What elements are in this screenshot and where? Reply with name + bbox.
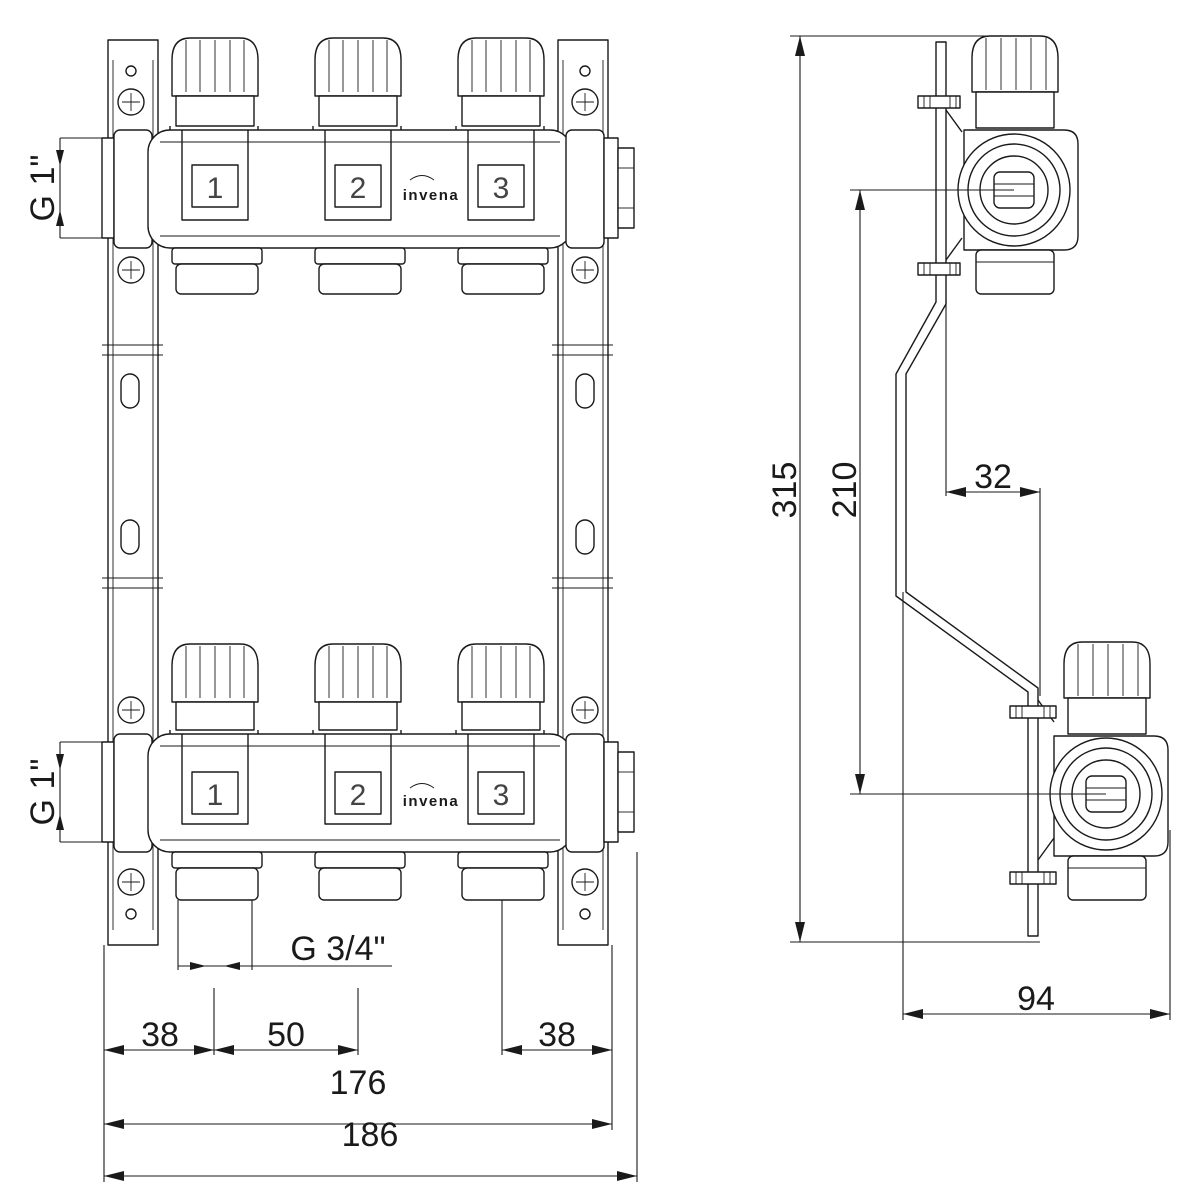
dimension-lines-horizontal: 38 50 38 176 186 — [103, 852, 638, 1182]
screw-icon — [571, 868, 599, 896]
inlet-thread-callout-bottom: G 1" — [24, 741, 102, 843]
dim-bracket-offset-callout: 32 — [945, 300, 1041, 696]
screw-icon — [117, 88, 145, 116]
side-manifold-bottom — [1049, 641, 1169, 901]
brand-logo: invena — [403, 175, 460, 204]
screw-icon — [571, 696, 599, 724]
manifold-top: 1 2 3 invena — [101, 37, 635, 295]
dim-body-length: 176 — [330, 1064, 387, 1102]
screw-icon — [117, 256, 145, 284]
manifold-bottom: 1 2 3 invena — [101, 643, 635, 901]
dim-outlet-spacing: 50 — [267, 1016, 305, 1054]
valve-cap-icon — [171, 643, 259, 731]
brand-logo: invena — [403, 783, 460, 810]
dim-total-height-callout: 315 — [766, 35, 1040, 943]
inlet-thread-bottom-label: G 1" — [24, 759, 62, 826]
outlet-thread-label: G 3/4" — [290, 930, 385, 968]
outlet-label-1: 1 — [207, 172, 224, 205]
valve-cap-icon — [171, 37, 259, 127]
inlet-thread-callout-top: G 1" — [24, 137, 102, 239]
outlet-label-1-bottom: 1 — [207, 779, 224, 812]
screw-icon — [117, 868, 145, 896]
outlet-label-3-bottom: 3 — [493, 779, 510, 812]
side-manifold-top — [957, 35, 1079, 295]
dim-side-right: 38 — [538, 1016, 576, 1054]
bracket-screws — [117, 88, 599, 896]
valve-cap-icon — [457, 37, 545, 127]
screw-icon — [117, 696, 145, 724]
outlet-thread-callout: G 3/4" — [177, 900, 392, 970]
valve-cap-icon — [314, 37, 402, 127]
dim-axis-distance: 210 — [826, 462, 864, 519]
dim-bracket-offset: 32 — [974, 458, 1012, 496]
valve-cap-icon — [314, 643, 402, 731]
brand-name: invena — [403, 187, 460, 204]
valve-cap-icon — [457, 643, 545, 731]
screw-icon — [571, 88, 599, 116]
front-view: 1 2 3 invena — [24, 37, 638, 1182]
outlet-label-2: 2 — [350, 172, 367, 205]
dim-depth: 94 — [1017, 980, 1055, 1018]
dim-axis-distance-callout: 210 — [826, 189, 1106, 795]
dim-total-width: 186 — [342, 1116, 399, 1154]
outlet-label-3: 3 — [493, 172, 510, 205]
dim-depth-callout: 94 — [902, 592, 1171, 1020]
outlet-label-2-bottom: 2 — [350, 779, 367, 812]
screw-icon — [571, 256, 599, 284]
mounting-studs — [917, 95, 1057, 885]
dim-total-height: 315 — [766, 462, 804, 519]
side-view: 315 210 32 94 — [766, 35, 1171, 1020]
brand-name-bottom: invena — [403, 793, 460, 810]
inlet-thread-top-label: G 1" — [24, 155, 62, 222]
dim-side-left: 38 — [141, 1016, 179, 1054]
